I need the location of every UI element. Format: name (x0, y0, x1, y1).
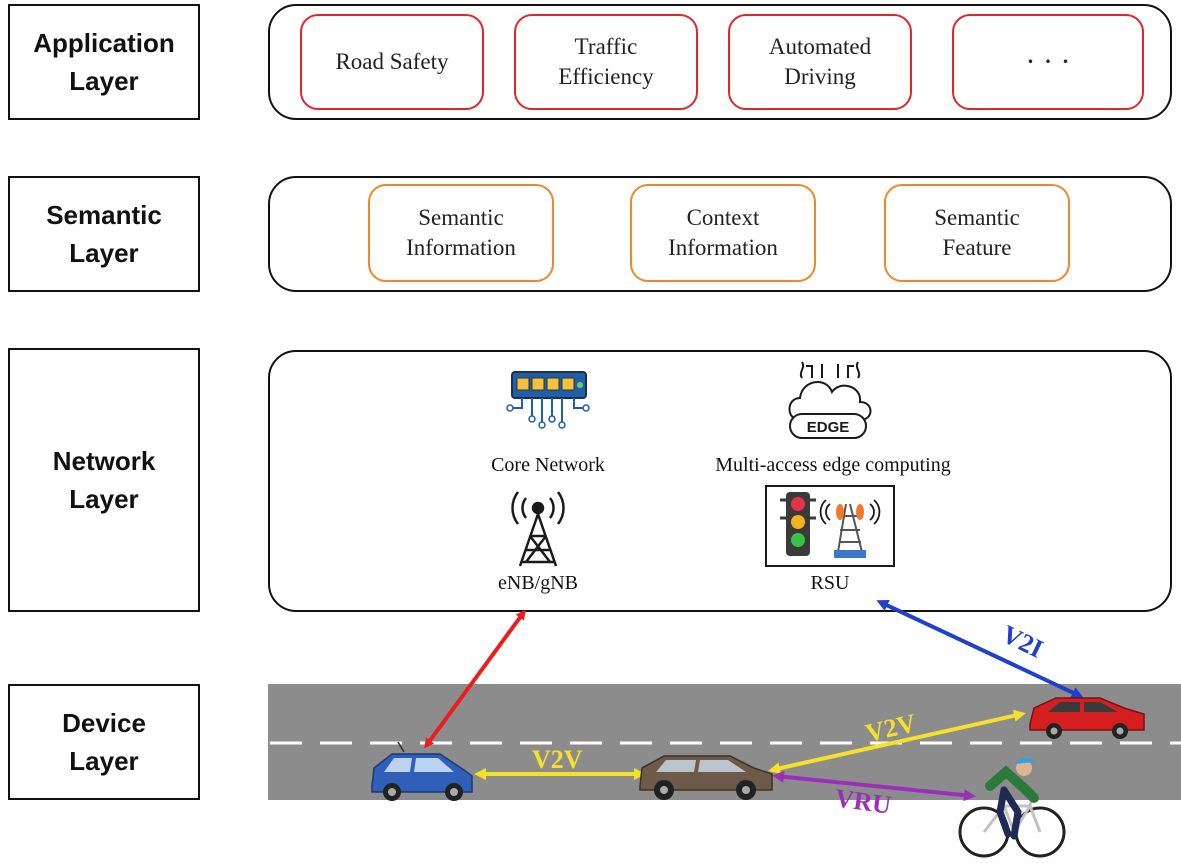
core-network-icon (506, 371, 590, 429)
edge-cloud-icon: EDGE (788, 361, 872, 439)
cellular-link-arrow (424, 609, 526, 749)
cyclist (958, 757, 1066, 858)
mec-label: Multi-access edge computing (715, 454, 951, 476)
brown-car (639, 755, 773, 800)
semantic-layer-label: Semantic Layer (8, 176, 200, 292)
application-layer-label: Application Layer (8, 4, 200, 120)
context-information-chip: Context Information (630, 184, 816, 282)
traffic-efficiency-chip: Traffic Efficiency (514, 14, 698, 110)
v2i-label: V2I (997, 619, 1047, 663)
red-car (1029, 697, 1145, 739)
network-layer-label: Network Layer (8, 348, 200, 612)
more-applications-chip: · · · (952, 14, 1144, 110)
road-safety-chip: Road Safety (300, 14, 484, 110)
semantic-feature-chip: Semantic Feature (884, 184, 1070, 282)
rsu-label: RSU (810, 572, 850, 594)
v2i-link-arrow (876, 599, 1084, 699)
rsu-icon (765, 485, 895, 567)
automated-driving-chip: Automated Driving (728, 14, 912, 110)
edge-badge-text: EDGE (807, 419, 850, 436)
vru-link-arrow (772, 770, 976, 802)
v2v-link-right-arrow (768, 709, 1026, 775)
v2v-left-label: V2V (532, 745, 583, 774)
base-station-tower-icon (511, 491, 565, 567)
semantic-information-chip: Semantic Information (368, 184, 554, 282)
blue-car (371, 741, 473, 801)
core-network-label: Core Network (491, 454, 605, 476)
device-layer-label: Device Layer (8, 684, 200, 800)
base-station-label: eNB/gNB (498, 572, 578, 594)
network-panel (268, 350, 1172, 612)
